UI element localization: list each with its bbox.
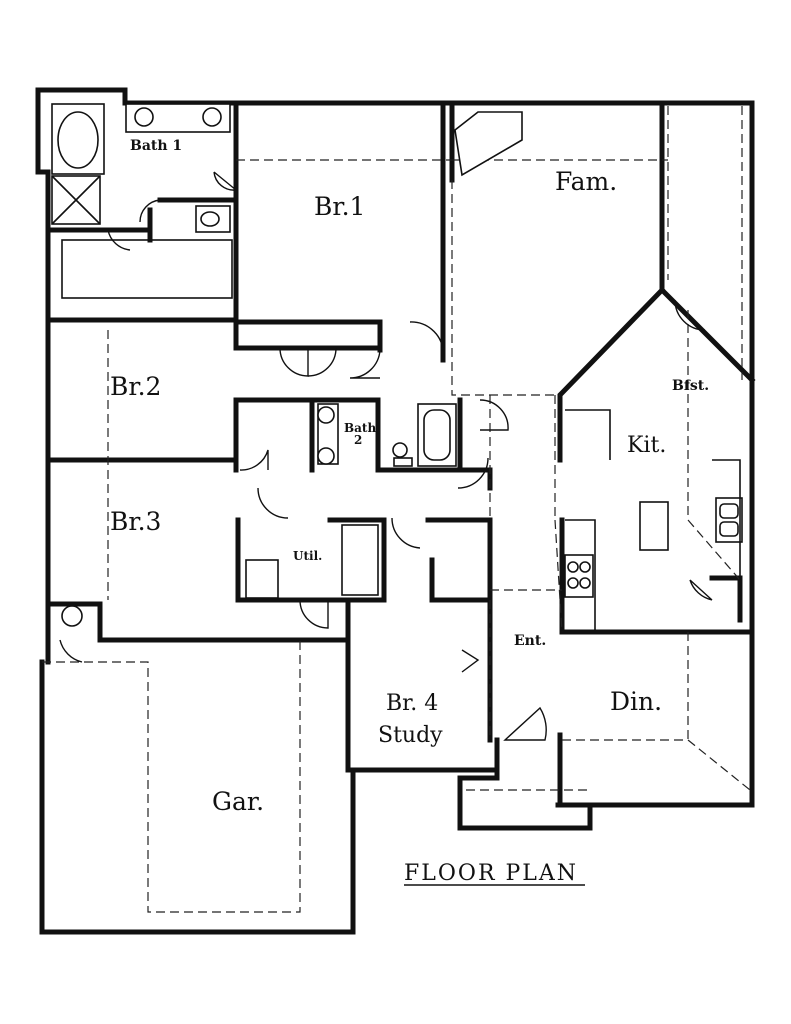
label-br-2: Br.2 (110, 372, 161, 401)
label-gar: Gar. (212, 787, 264, 816)
label-ent: Ent. (514, 633, 546, 649)
fixtures (51, 103, 743, 630)
label-bfst: Bfst. (672, 378, 709, 394)
label-study: Study (378, 723, 443, 748)
label-bath-1: Bath 1 (130, 138, 182, 154)
plan-title: FLOOR PLAN (404, 861, 578, 886)
doors (59, 171, 713, 741)
label-util: Util. (293, 549, 322, 563)
label-br-1: Br.1 (314, 192, 365, 221)
label-bath-2-b: 2 (354, 433, 362, 447)
exterior-walls (35, 87, 755, 935)
label-bath-2-a: Bath (344, 421, 376, 435)
label-kit: Kit. (627, 433, 666, 458)
label-fam: Fam. (555, 167, 617, 196)
label-din: Din. (610, 687, 662, 716)
label-br-3: Br.3 (110, 507, 161, 536)
ceiling-lines (42, 106, 751, 913)
label-br-4: Br. 4 (386, 691, 438, 716)
